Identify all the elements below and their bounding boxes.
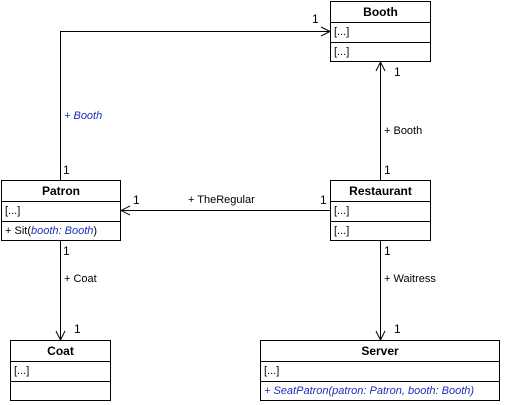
class-restaurant[interactable]: Restaurant [...] [...] <box>330 180 431 241</box>
role-label-restaurant-patron: + TheRegular <box>188 194 255 206</box>
multiplicity-restaurant-booth-target: 1 <box>394 65 401 79</box>
class-coat[interactable]: Coat [...] <box>10 340 111 401</box>
role-label-patron-coat: + Coat <box>64 273 97 285</box>
role-label-restaurant-server: + Waitress <box>384 273 436 285</box>
multiplicity-patron-coat-target: 1 <box>74 322 81 336</box>
operations-patron: + Sit(booth: Booth) <box>2 221 120 240</box>
operations-booth: [...] <box>331 42 430 61</box>
attributes-server: [...] <box>264 365 280 377</box>
arrowhead-restaurant-patron <box>119 205 131 216</box>
role-label-restaurant-booth: + Booth <box>384 125 423 137</box>
role-label-patron-booth: + Booth <box>64 110 103 122</box>
multiplicity-restaurant-server-source: 1 <box>384 244 391 258</box>
multiplicity-patron-booth-target: 1 <box>312 12 319 26</box>
association-line-patron-booth <box>60 31 330 180</box>
class-name-patron: Patron <box>2 181 120 202</box>
multiplicity-restaurant-patron-target: 1 <box>133 193 140 207</box>
operation-seat-patron: + SeatPatron(patron: Patron, booth: Boot… <box>261 381 499 400</box>
attributes-restaurant: [...] <box>334 205 350 217</box>
class-name-server: Server <box>261 341 499 362</box>
operation-sit-prefix: + Sit( <box>5 225 31 237</box>
multiplicity-patron-coat-source: 1 <box>63 244 70 258</box>
multiplicity-patron-booth-source: 1 <box>63 163 70 177</box>
class-name-booth: Booth <box>331 2 430 23</box>
class-server[interactable]: Server [...] + SeatPatron(patron: Patron… <box>260 340 500 401</box>
operations-coat <box>11 381 110 400</box>
operation-sit-suffix: ) <box>93 225 98 237</box>
attributes-patron: [...] <box>5 205 21 217</box>
multiplicity-restaurant-booth-source: 1 <box>384 163 391 177</box>
attributes-booth: [...] <box>334 26 350 38</box>
class-name-restaurant: Restaurant <box>331 181 430 202</box>
operations-restaurant: [...] <box>331 221 430 240</box>
multiplicity-restaurant-server-target: 1 <box>394 322 401 336</box>
operation-sit-param: booth: Booth <box>30 225 94 237</box>
arrowhead-restaurant-booth <box>375 60 386 72</box>
class-booth[interactable]: Booth [...] [...] <box>330 1 431 62</box>
attributes-coat: [...] <box>14 365 30 377</box>
multiplicity-restaurant-patron-source: 1 <box>320 193 327 207</box>
class-patron[interactable]: Patron [...] + Sit(booth: Booth) <box>1 180 121 241</box>
class-name-coat: Coat <box>11 341 110 362</box>
